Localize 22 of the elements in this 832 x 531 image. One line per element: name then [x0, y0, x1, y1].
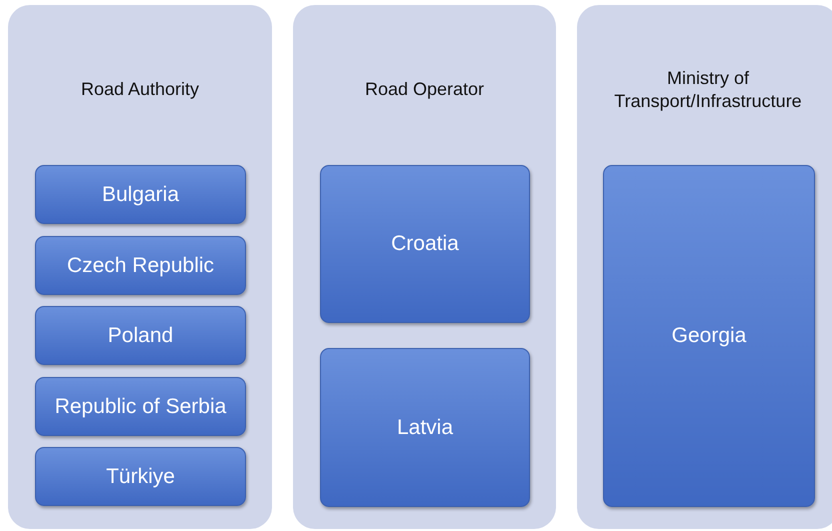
- country-box: [320, 348, 530, 507]
- country-box: [35, 377, 246, 436]
- group-panel: [577, 5, 832, 529]
- country-box: [35, 306, 246, 365]
- panel-heading: Road Authority: [80, 78, 200, 102]
- country-name: Bulgaria: [102, 182, 180, 206]
- country-name: Republic of Serbia: [54, 394, 226, 418]
- country-name: Türkiye: [106, 464, 175, 488]
- country-name: Latvia: [396, 416, 454, 440]
- country-box: [35, 447, 246, 506]
- country-name: Czech Republic: [66, 254, 214, 278]
- country-name: Croatia: [391, 232, 459, 256]
- panel-heading: Ministry of Transport/Infrastructure: [613, 66, 803, 113]
- country-box: [35, 165, 246, 224]
- country-name: Georgia: [672, 324, 746, 348]
- group-panel: [293, 5, 556, 529]
- country-box: [603, 165, 815, 507]
- country-box: [35, 236, 246, 295]
- country-name: Poland: [108, 324, 174, 348]
- country-box: [320, 165, 530, 323]
- panel-heading: Road Operator: [364, 78, 484, 102]
- group-panel: [8, 5, 272, 529]
